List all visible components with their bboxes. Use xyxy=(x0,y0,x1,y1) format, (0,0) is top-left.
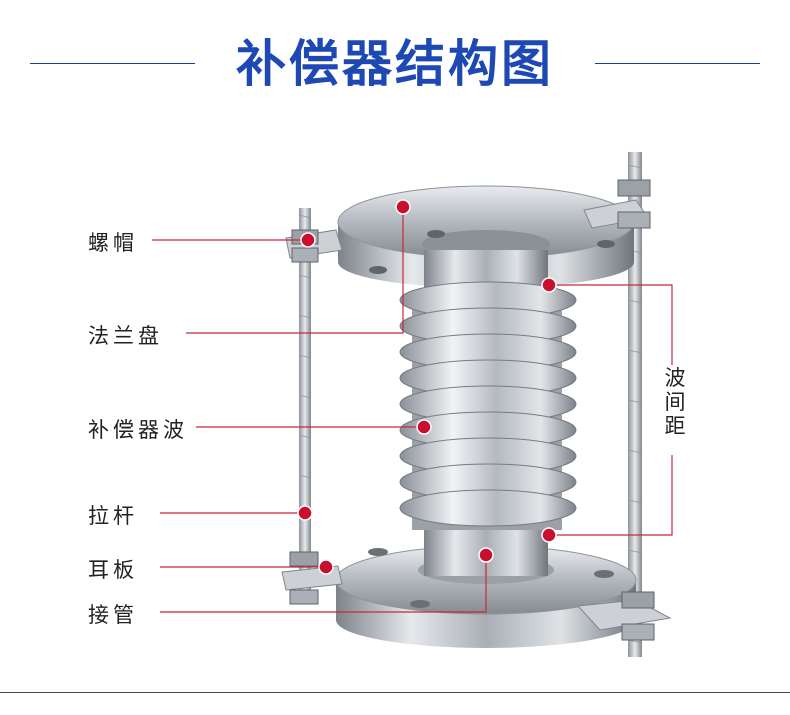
callout-dot-bellows xyxy=(417,420,431,434)
callout-dot-connector-pipe xyxy=(479,548,493,562)
label-nut: 螺帽 xyxy=(88,227,138,257)
bottom-rule xyxy=(0,692,790,693)
label-bellows: 补偿器波 xyxy=(88,414,188,444)
label-flange: 法兰盘 xyxy=(88,320,163,350)
label-connector-pipe: 接管 xyxy=(88,599,138,629)
callout-dot-spacing-top xyxy=(542,278,556,292)
label-lug-plate: 耳板 xyxy=(88,554,138,584)
callout-dot-tie-rod xyxy=(298,506,312,520)
bellows-waves xyxy=(400,282,576,530)
callout-dot-flange xyxy=(396,200,410,214)
callout-dot-nut xyxy=(301,233,315,247)
label-wave-spacing: 波间距 xyxy=(662,366,688,438)
callout-dot-lug-plate xyxy=(319,560,333,574)
label-tie-rod: 拉杆 xyxy=(88,500,138,530)
tie-rod-left xyxy=(299,208,311,603)
callout-dot-spacing-bottom xyxy=(542,528,556,542)
